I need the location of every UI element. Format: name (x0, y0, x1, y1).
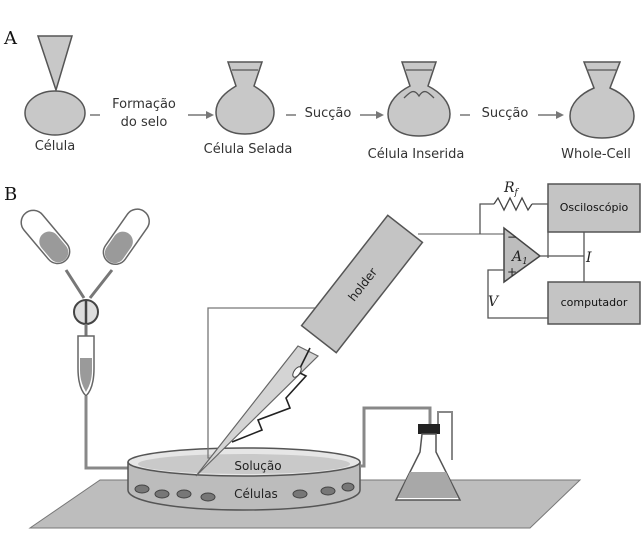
resistor-label: Rf (503, 180, 520, 198)
transition-seal: Formação do selo (90, 97, 214, 130)
command-wire (487, 269, 548, 319)
stage-label: Célula Selada (204, 142, 293, 157)
cell-dot (341, 482, 355, 492)
cells-label: Células (234, 487, 278, 501)
amplifier-label: A1 (510, 249, 528, 267)
transition-suction-2: Sucção (460, 106, 564, 121)
cell-dot (154, 489, 170, 499)
cell-dot (134, 484, 150, 494)
whole-cell-icon (569, 61, 635, 139)
stage-label: Célula Inserida (368, 147, 465, 162)
outflow-tube (360, 406, 432, 468)
arrow-icon (206, 111, 214, 119)
drip-liquid (80, 358, 92, 392)
oscilloscope-label: Osciloscópio (560, 201, 629, 214)
vent-tube (437, 411, 453, 460)
waste-flask (394, 424, 462, 501)
flask-liquid (398, 472, 458, 498)
transition-label: Formação (112, 97, 176, 112)
stage-label: Whole-Cell (561, 147, 631, 162)
computer-box (547, 281, 641, 325)
minus-sign: − (507, 230, 517, 244)
solution-label: Solução (234, 459, 281, 473)
stage-label: Célula (35, 139, 76, 154)
electrode-holder: holder (300, 214, 424, 354)
recording-pipette (195, 345, 320, 477)
pipette-seal (292, 366, 302, 378)
pipette-icon (36, 35, 74, 93)
solution-surface (138, 454, 350, 474)
plus-sign: + (507, 265, 517, 279)
arrow-icon (556, 111, 564, 119)
oscilloscope-box (547, 183, 641, 233)
inserted-cell-icon (387, 61, 451, 137)
perfusion-system (20, 208, 150, 470)
arrow-icon (376, 111, 384, 119)
inflow-tube (84, 396, 138, 470)
stage-sealed-cell: Célula Selada (204, 61, 293, 157)
transition-suction-1: Sucção (286, 106, 384, 121)
stage-whole-cell: Whole-Cell (561, 61, 635, 162)
feedback-wire (479, 203, 494, 234)
transition-label: Sucção (482, 106, 529, 121)
reservoir-liquid (39, 231, 69, 263)
petri-dish: Solução Células (127, 447, 361, 511)
flask-stopper (418, 424, 440, 434)
membrane-dip (403, 90, 435, 99)
y-connector (64, 269, 114, 299)
reservoir-liquid (104, 231, 133, 264)
holder-body (300, 214, 424, 354)
computer-label: computador (561, 296, 628, 309)
feedback-wire (532, 203, 549, 258)
resistor-icon (493, 196, 533, 212)
op-amp-icon (503, 226, 542, 284)
cell-dot (320, 486, 336, 496)
panel-b-letter: B (4, 184, 17, 205)
stage-inserted-cell: Célula Inserida (368, 61, 465, 162)
cell-dot (200, 492, 216, 502)
transition-label: do selo (121, 115, 168, 130)
voltage-label: V (488, 294, 500, 310)
cell-dot (292, 489, 308, 499)
panel-a-letter: A (3, 28, 18, 49)
cell-icon (24, 90, 86, 136)
cell-dot (176, 489, 192, 499)
sealed-cell-icon (215, 61, 275, 135)
transition-label: Sucção (305, 106, 352, 121)
current-label: I (585, 250, 592, 266)
stage-cell: Célula (24, 35, 86, 154)
amplifier-circuit: Rf − + A1 I V Osciloscópio computador (479, 180, 641, 325)
